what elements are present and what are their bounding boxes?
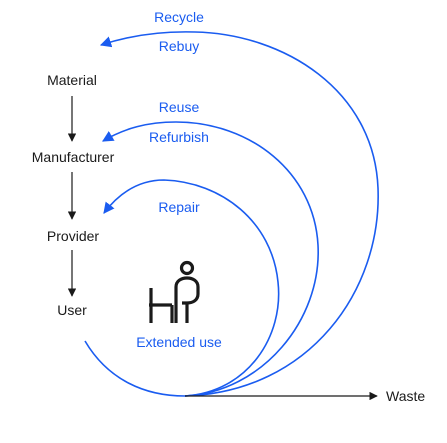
repair-label: Repair bbox=[158, 199, 200, 215]
material-label: Material bbox=[47, 72, 97, 88]
recycle-label: Recycle bbox=[154, 9, 204, 25]
manufacturer-label: Manufacturer bbox=[32, 149, 115, 165]
provider-label: Provider bbox=[47, 228, 99, 244]
waste-label: Waste bbox=[386, 388, 425, 404]
user-label: User bbox=[57, 302, 87, 318]
person-at-table-icon bbox=[149, 260, 200, 323]
extended-use-loop bbox=[84, 340, 186, 397]
reuse-label: Reuse bbox=[159, 99, 200, 115]
rebuy-label: Rebuy bbox=[159, 38, 199, 54]
refurbish-reuse-loop bbox=[102, 121, 319, 397]
repair-loop bbox=[103, 179, 280, 397]
refurbish-label: Refurbish bbox=[149, 129, 209, 145]
extended-use-label: Extended use bbox=[136, 334, 222, 350]
recycle-rebuy-loop bbox=[99, 31, 379, 397]
